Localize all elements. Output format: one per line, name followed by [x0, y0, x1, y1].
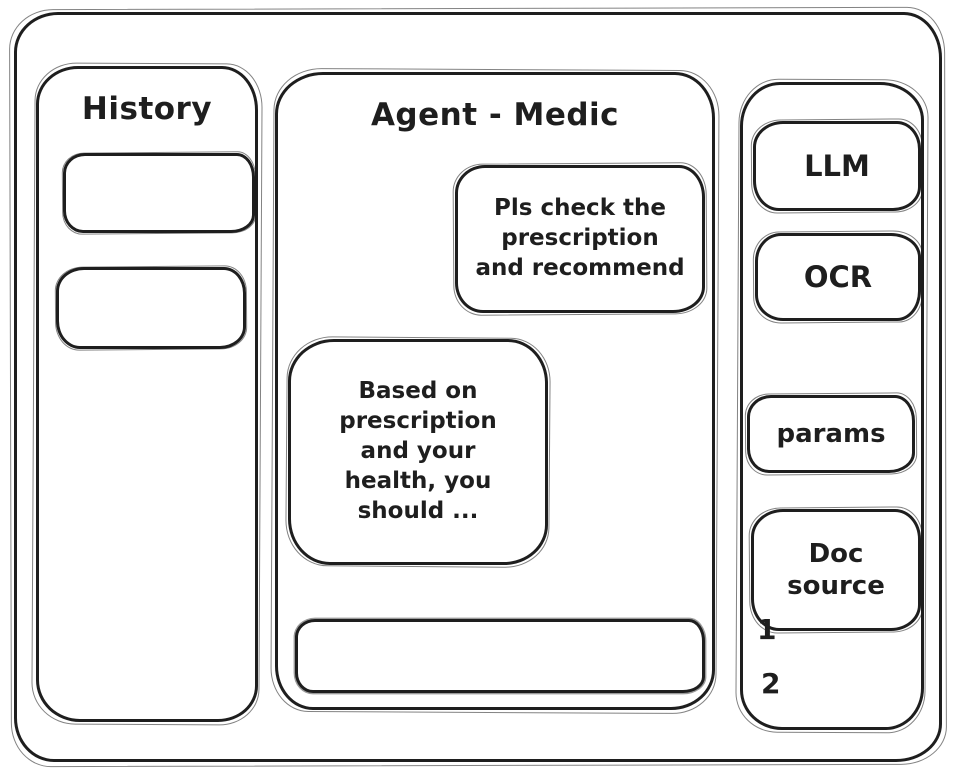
- history-item-2[interactable]: [56, 267, 246, 349]
- history-title: History: [81, 91, 213, 127]
- doc-source-item-2[interactable]: 2: [761, 667, 781, 700]
- chat-title: Agent - Medic: [370, 97, 620, 133]
- ocr-button[interactable]: OCR: [755, 233, 921, 321]
- tools-panel: LLM OCR params Doc source 1 2: [740, 82, 924, 730]
- assistant-message-bubble: Based on prescription and your health, y…: [288, 339, 548, 565]
- user-message-bubble: Pls check the prescription and recommend: [455, 165, 705, 313]
- history-item-1[interactable]: [63, 153, 255, 233]
- history-panel: History: [36, 66, 258, 722]
- message-input[interactable]: [295, 619, 705, 693]
- llm-button[interactable]: LLM: [753, 121, 921, 211]
- chat-panel: Agent - Medic Pls check the prescription…: [275, 72, 715, 710]
- doc-source-item-1[interactable]: 1: [757, 613, 777, 646]
- params-button[interactable]: params: [747, 395, 915, 473]
- doc-source-button[interactable]: Doc source: [751, 509, 921, 631]
